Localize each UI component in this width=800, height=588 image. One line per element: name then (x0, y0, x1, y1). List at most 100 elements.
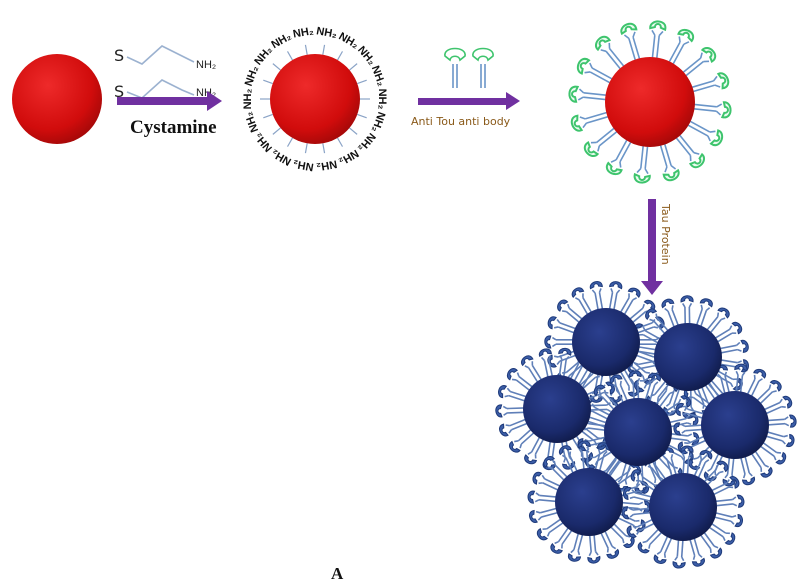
antibody-stalk (609, 522, 635, 549)
arrow-step-1 (117, 91, 222, 111)
antibody-stalk (699, 531, 723, 559)
surface-amine-label: NH₂ (369, 64, 387, 88)
antibody-stalk (705, 307, 730, 335)
linker-line (272, 127, 281, 135)
antibody-stalk (675, 402, 706, 420)
antibody-stalk (763, 395, 793, 415)
antibody-stalk (710, 476, 740, 496)
surface-amine-label: NH₂ (315, 157, 338, 172)
antibody-stalk (680, 295, 694, 326)
surface-amine-label: NH₂ (355, 130, 378, 154)
antibody-conjugated-nanoparticle (568, 20, 732, 184)
antibody-stalk (570, 111, 610, 132)
antibody-stalk (627, 360, 658, 375)
antibody-stalk (692, 101, 732, 119)
gold-nanoparticle-core (605, 57, 695, 147)
antibody-stalk (506, 368, 534, 392)
antibody-stalk (722, 456, 736, 487)
antibody-stalk (508, 428, 536, 453)
antibody-stalk (626, 518, 656, 538)
antibody-stalk (739, 455, 756, 486)
antibody-stalk (577, 440, 591, 471)
antibody-stalk (649, 20, 667, 60)
bare-gold-nanoparticle (12, 54, 102, 144)
antibody-stalk (644, 372, 661, 403)
antibody-stalk (746, 368, 767, 398)
arrow-step-3 (641, 199, 663, 295)
antibody-stalk (688, 536, 705, 567)
antibody-stalk (659, 142, 680, 182)
antibody-stalk (628, 370, 642, 401)
antibody-stalk (680, 445, 694, 476)
surface-amine-label: NH₂ (242, 89, 254, 110)
antibody-stalk (764, 430, 795, 448)
free-antibodies-icon (444, 47, 494, 88)
aggregated-nanoparticle (523, 375, 591, 443)
antibody-stalk (734, 363, 748, 394)
linker-line (272, 63, 281, 71)
antibody-stalk (674, 133, 705, 169)
antibody-stalk (755, 379, 782, 405)
antibody-stalk (672, 538, 686, 569)
antibody-stalk (568, 85, 608, 103)
figure-panel-label: A (331, 564, 344, 583)
antibody-stalk (619, 287, 641, 316)
surface-amine-label: NH₂ (252, 44, 275, 68)
linker-line (336, 137, 344, 147)
linker-line (304, 44, 308, 55)
antibody-stalk (527, 490, 558, 504)
antibody-stalk (587, 533, 601, 564)
surface-amine-label: NH₂ (315, 25, 338, 40)
antibody-stalk (544, 335, 574, 349)
surface-amine-label: NH₂ (376, 89, 388, 110)
antibody-stalk (524, 435, 545, 465)
antibody-stalk (628, 299, 656, 324)
free-antibody (444, 47, 466, 88)
antibody-stalk (536, 517, 565, 541)
antibody-stalk (583, 126, 619, 157)
linker-line (349, 63, 358, 71)
antibody-stalk (571, 287, 593, 316)
antibody-stalk (653, 535, 673, 564)
antibody-stalk (498, 385, 528, 402)
linker-line (304, 143, 308, 154)
antibody-stalk (547, 316, 577, 334)
linker-line (336, 51, 344, 61)
linker-line (357, 113, 367, 119)
sulfur-atom-bottom: S (114, 82, 124, 101)
surface-amine-label: NH₂ (243, 64, 261, 88)
surface-amine-label: NH₂ (369, 110, 387, 134)
surface-amine-label: NH₂ (269, 147, 293, 168)
antibody-stalk (605, 138, 633, 176)
antibody-stalk (703, 460, 729, 487)
antibody-stalk (543, 455, 569, 482)
linker-line (349, 127, 358, 135)
antibody-stalk (630, 469, 659, 492)
antibody-stalk (713, 321, 743, 344)
surface-amine-label: NH₂ (243, 110, 261, 134)
antibody-stalk (759, 441, 787, 465)
surface-amine-label: NH₂ (292, 25, 315, 40)
antibody-stalk (608, 281, 623, 312)
antibody-stalk (693, 450, 713, 479)
antibody-stalk (667, 28, 695, 66)
surface-amine-label: NH₂ (355, 44, 378, 68)
antibody-stalk (681, 47, 717, 78)
cystamine-molecule: S NH₂ S NH₂ (114, 45, 216, 101)
antibody-stalk (521, 355, 543, 384)
reagent-label-tau-protein: Tau Protein (659, 203, 672, 265)
aggregated-nanoparticle (604, 398, 672, 466)
antibody-stalk (495, 404, 526, 418)
aggregated-nanoparticle (654, 323, 722, 391)
antibody-stalk (528, 507, 559, 523)
antibody-stalk (550, 526, 574, 554)
surface-amine-label: NH₂ (252, 130, 275, 154)
arrow-step-2 (418, 92, 520, 110)
antibody-stalk (673, 422, 704, 436)
amine-functionalized-nanoparticle: NH₂NH₂NH₂NH₂NH₂NH₂NH₂NH₂NH₂NH₂NH₂NH₂NH₂N… (242, 25, 388, 173)
linker-line (322, 143, 326, 154)
reagent-label-antibody: Anti Tou anti body (411, 115, 511, 128)
amine-group-top: NH₂ (196, 59, 216, 71)
aggregated-nanoparticle (555, 468, 623, 536)
